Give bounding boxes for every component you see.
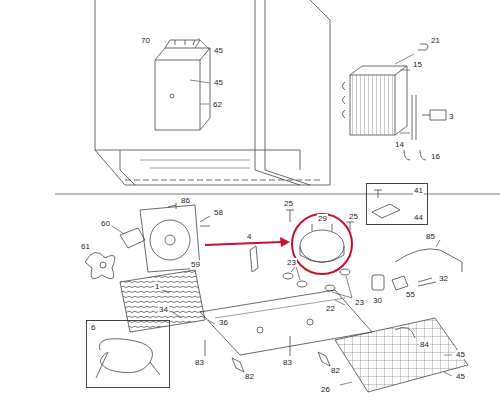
callout-number: 6: [90, 323, 96, 332]
callout-number: 34: [158, 305, 169, 314]
callout-number: 25: [283, 199, 294, 208]
callout-number: 26: [320, 385, 331, 394]
callout-number: 22: [325, 304, 336, 313]
callout-number: 60: [100, 219, 111, 228]
callout-number: 45: [455, 372, 466, 381]
callout-number: 23: [286, 258, 297, 267]
callout-number: 45: [455, 350, 466, 359]
callout-number: 32: [438, 274, 449, 283]
inset-box: 41 44: [366, 183, 428, 225]
inset-box: 6: [86, 320, 170, 388]
callout-number: 55: [405, 290, 416, 299]
callout-number: 44: [413, 213, 424, 222]
callout-number: 82: [330, 366, 341, 375]
callout-number: 61: [80, 242, 91, 251]
callout-number: 59: [190, 260, 201, 269]
callout-number: 4: [246, 232, 252, 241]
callout-number: 86: [180, 196, 191, 205]
callout-number: 36: [218, 318, 229, 327]
callout-number: 62: [212, 100, 223, 109]
callout-number: 85: [425, 232, 436, 241]
callout-number: 23: [354, 298, 365, 307]
callout-number: 41: [413, 186, 424, 195]
callout-number: 14: [394, 140, 405, 149]
callout-number: 29: [317, 214, 328, 223]
callout-number: 21: [430, 36, 441, 45]
callout-number: 3: [448, 112, 454, 121]
callout-number: 84: [419, 340, 430, 349]
callout-number: 1: [154, 282, 160, 291]
callout-number: 83: [282, 358, 293, 367]
callout-number: 15: [412, 60, 423, 69]
callout-number: 30: [372, 296, 383, 305]
callout-number: 16: [430, 152, 441, 161]
callout-number: 45: [213, 46, 224, 55]
callout-number: 82: [244, 372, 255, 381]
bracket-part: [372, 190, 400, 218]
callout-number: 45: [213, 78, 224, 87]
callout-number: 25: [348, 212, 359, 221]
callout-number: 58: [213, 208, 224, 217]
callout-number: 83: [194, 358, 205, 367]
callout-number: 70: [140, 36, 151, 45]
